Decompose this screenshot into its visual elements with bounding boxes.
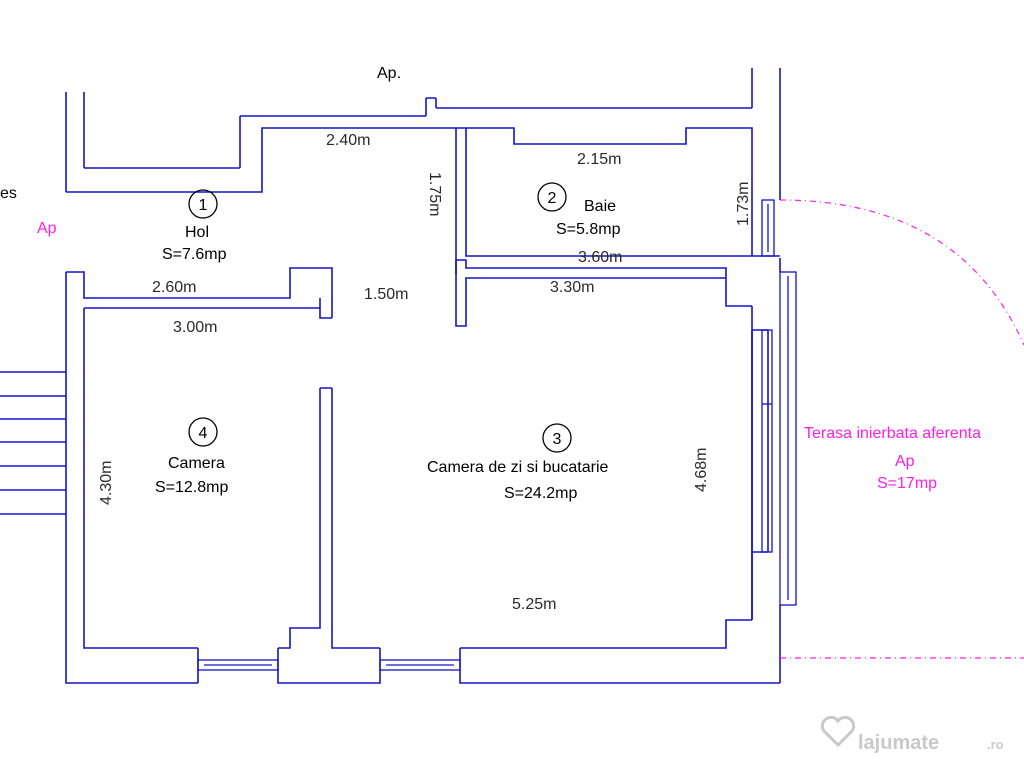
left-label-fragment: es [0,185,17,202]
room-1-area: S=7.6mp [162,246,227,263]
terrace-title: Terasa inierbata aferenta [804,425,981,442]
room-4-name: Camera [168,455,225,472]
dim-camera-height: 4.30m [98,461,115,505]
left-apartment-label: Ap [37,220,57,237]
room-4-circle [188,417,218,447]
window-camera-bottom [197,659,279,671]
room-3-circle [542,423,572,453]
neighbor-labels: Ap. es Ap [0,63,425,237]
room-4-area: S=12.8mp [155,479,228,496]
living-right-wall [751,329,769,620]
window-living-right [761,329,773,553]
room-1-number: 1 [199,197,208,214]
room-2-circle [537,182,567,212]
terrace-apartment: Ap [895,453,915,470]
room-2-name: Baie [584,198,616,215]
dim-hol-top: 2.40m [326,132,370,149]
camera-living-wall [278,387,380,649]
hol-bottom-wall [66,267,333,319]
stairs [0,371,66,515]
bottom-wall [197,619,780,684]
room-1-circle [188,189,218,219]
baie-walls [465,127,780,257]
dim-baie-top: 2.15m [577,151,621,168]
terrace-outline [779,199,1024,659]
window-terrace-door [779,271,797,606]
terrace-labels: Terasa inierbata aferenta Ap S=17mp [804,425,981,492]
redaction-box [415,63,425,81]
terrace-area: S=17mp [877,475,937,492]
top-neighbor-wall [65,92,752,193]
baie-living-partition [455,259,753,620]
dim-hol-height: 1.75m [426,172,443,216]
walls [65,68,781,684]
hol-top-wall [84,127,466,274]
window-living-bottom [379,659,461,671]
watermark-heart-icon [820,715,856,748]
dim-baie-height: 1.73m [735,182,752,226]
watermark-suffix: .ro [987,737,1004,752]
exterior-wall-left [65,272,198,684]
room-3-area: S=24.2mp [504,485,577,502]
dim-hol-bottom: 2.60m [152,279,196,296]
top-apartment-label: Ap. [377,65,401,82]
exterior-wall-right [751,68,781,683]
windows [197,199,797,671]
watermark: lajumate .ro [820,715,1004,754]
dimension-labels: 2.40m 1.75m 2.15m 1.73m 3.60m 2.60m 1.50… [98,132,752,613]
dim-baie-bottom: 3.60m [578,249,622,266]
room-2-area: S=5.8mp [556,221,621,238]
dim-corridor: 1.50m [364,286,408,303]
watermark-text: lajumate [858,732,939,754]
room-4-number: 4 [199,425,208,442]
room-labels: Hol S=7.6mp Baie S=5.8mp Camera de zi si… [155,198,621,502]
room-3-number: 3 [553,431,562,448]
dim-living-height: 4.68m [693,448,710,492]
room-1-name: Hol [185,224,209,241]
dim-camera-top: 3.00m [173,319,217,336]
room-markers: 1 2 3 4 [188,182,572,453]
dim-living-bottom: 5.25m [512,596,556,613]
window-baie [761,199,775,257]
room-3-name: Camera de zi si bucatarie [427,459,609,476]
room-2-number: 2 [548,190,557,207]
dim-living-top: 3.30m [550,279,594,296]
